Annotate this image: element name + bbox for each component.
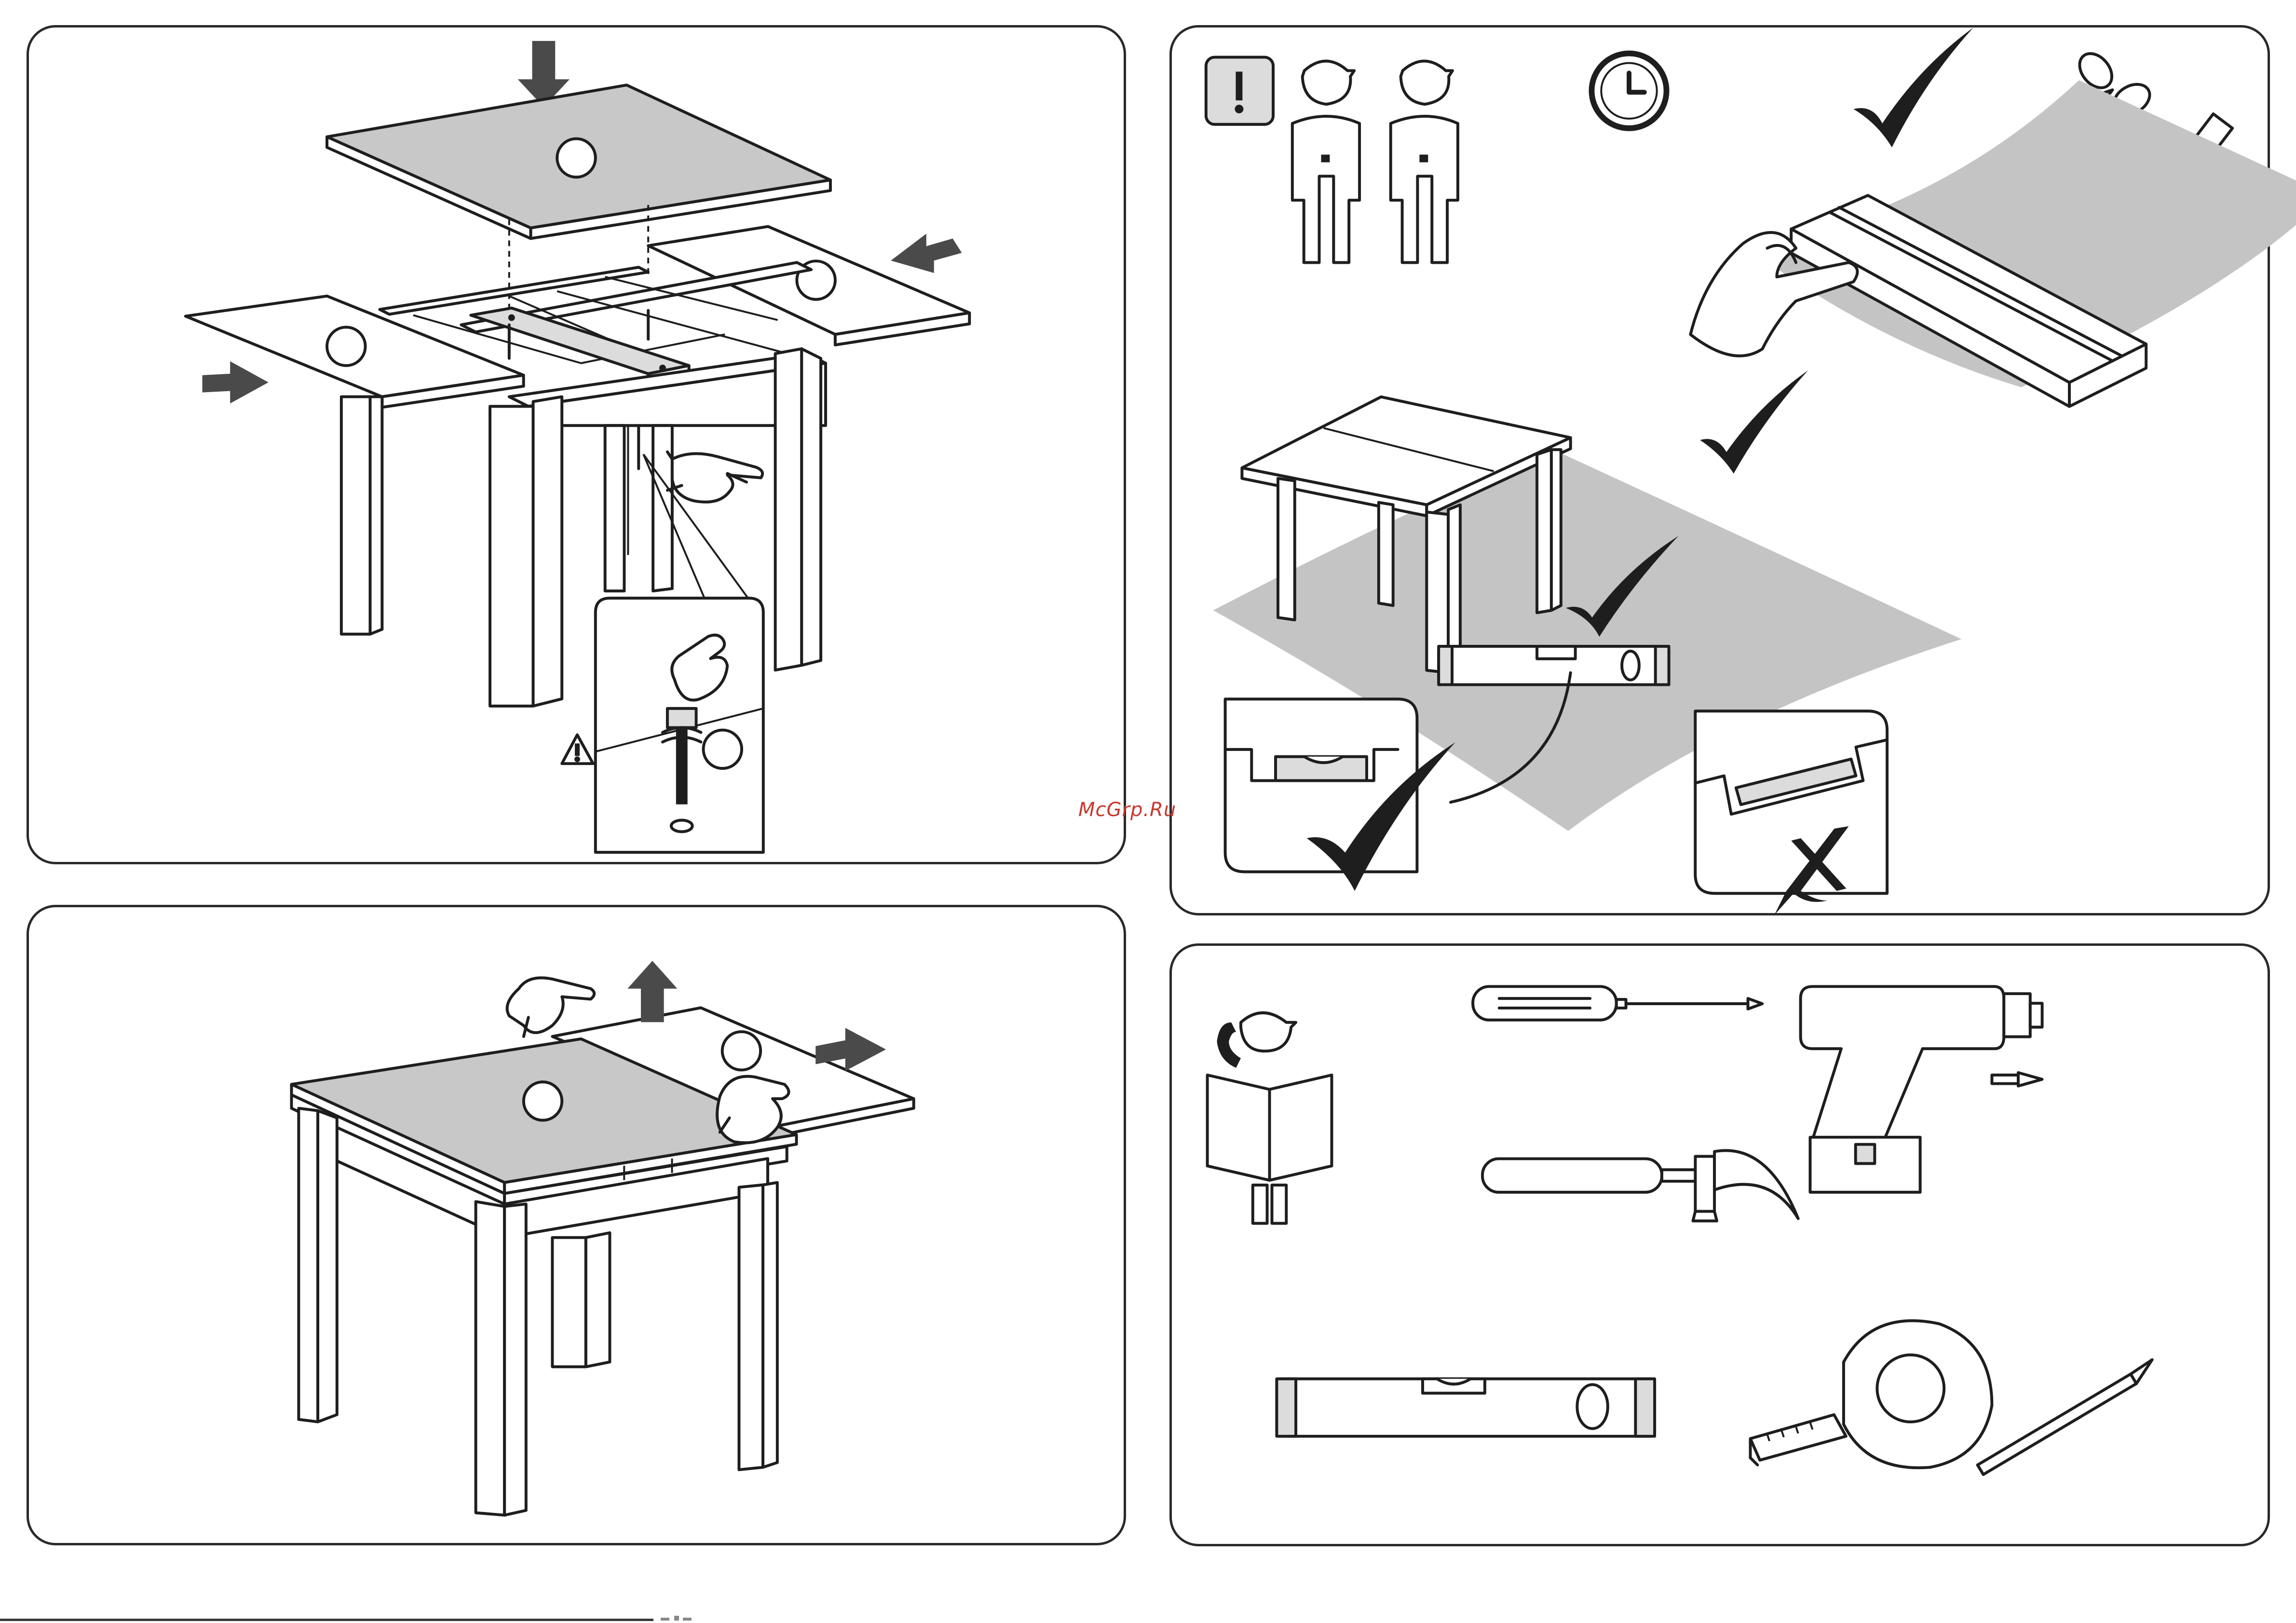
footer-rule	[0, 1619, 653, 1621]
part-marker-circle	[524, 1082, 562, 1120]
table-leg	[552, 1238, 585, 1367]
preparation-info-panel	[1169, 25, 2270, 915]
assembly-illustration	[29, 27, 1124, 862]
push-arrow-icon	[891, 234, 962, 273]
pencil-icon	[1978, 1360, 2152, 1474]
required-tools-panel	[1169, 943, 2270, 1546]
push-arrow-icon	[202, 361, 268, 403]
cordless-drill-icon	[1801, 986, 2042, 1192]
table-leg	[739, 1185, 763, 1470]
table-leg	[775, 349, 802, 670]
watermark-text: McGrp.Ru	[1078, 799, 1176, 821]
preparation-illustration	[1172, 27, 2268, 913]
part-marker-circle	[703, 730, 742, 769]
table-leg	[299, 1108, 318, 1422]
attention-icon	[1206, 57, 1273, 124]
part-marker-circle	[557, 139, 596, 177]
part-marker-circle	[327, 327, 366, 366]
screwdriver-icon	[1473, 986, 1762, 1020]
table-leg	[341, 397, 370, 634]
phone-icon	[1217, 1023, 1241, 1068]
level-check-wrong-detail	[1695, 711, 1887, 893]
hand-icon	[507, 978, 595, 1037]
clock-icon	[1591, 54, 1666, 128]
spirit-level-icon	[1277, 1379, 1655, 1436]
hammer-icon	[1482, 1150, 1798, 1221]
footer-mark	[661, 1615, 699, 1622]
worker-icon	[1292, 61, 1359, 263]
drill-bit-icon	[1992, 1073, 2042, 1086]
extend-tabletop-panel	[27, 905, 1126, 1545]
table-leg	[1379, 503, 1393, 606]
table-leg	[1278, 478, 1295, 620]
table-leg	[476, 1201, 505, 1515]
warning-triangle-icon	[562, 735, 593, 764]
extend-tabletop-illustration	[29, 907, 1124, 1543]
table-leg	[605, 425, 625, 591]
spirit-level-icon	[1439, 646, 1669, 685]
tape-measure-icon	[1750, 1321, 1992, 1468]
checkmark-icon	[1700, 370, 1808, 474]
assembly-step-panel	[27, 25, 1126, 864]
worker-icon	[1391, 61, 1458, 263]
table-leg	[490, 406, 533, 706]
checkmark-icon	[1853, 27, 1973, 148]
tools-illustration	[1172, 946, 2268, 1544]
pointing-hand-icon	[667, 452, 762, 502]
part-marker-circle	[722, 1032, 761, 1070]
